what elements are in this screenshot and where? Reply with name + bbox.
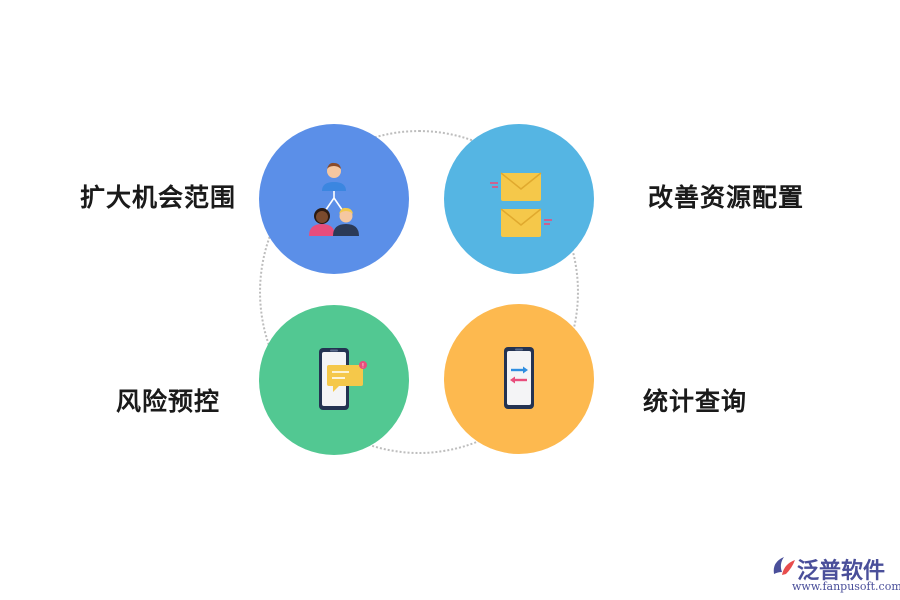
circle-phone-message: ! xyxy=(259,305,409,455)
brand-name: 泛普软件 xyxy=(797,559,886,584)
dotted-ring xyxy=(259,130,579,454)
circle-envelopes xyxy=(444,124,594,274)
envelopes-icon xyxy=(490,172,552,237)
brand-url: www.fanpusoft.com xyxy=(792,580,900,593)
phone-message-icon: ! xyxy=(319,348,367,410)
people-network-icon xyxy=(309,162,359,236)
brand-watermark: 泛普软件 www.fanpusoft.com xyxy=(770,552,900,594)
circle-phone-transfer xyxy=(444,304,594,454)
label-improve-resources: 改善资源配置 xyxy=(648,183,805,212)
label-statistics-query: 统计查询 xyxy=(643,387,748,416)
label-risk-control: 风险预控 xyxy=(116,387,221,416)
phone-transfer-icon xyxy=(504,347,534,409)
svg-text:!: ! xyxy=(362,363,364,370)
label-expand-opportunity: 扩大机会范围 xyxy=(80,183,237,212)
circle-people xyxy=(259,124,409,274)
brand-logo-icon xyxy=(773,557,795,575)
